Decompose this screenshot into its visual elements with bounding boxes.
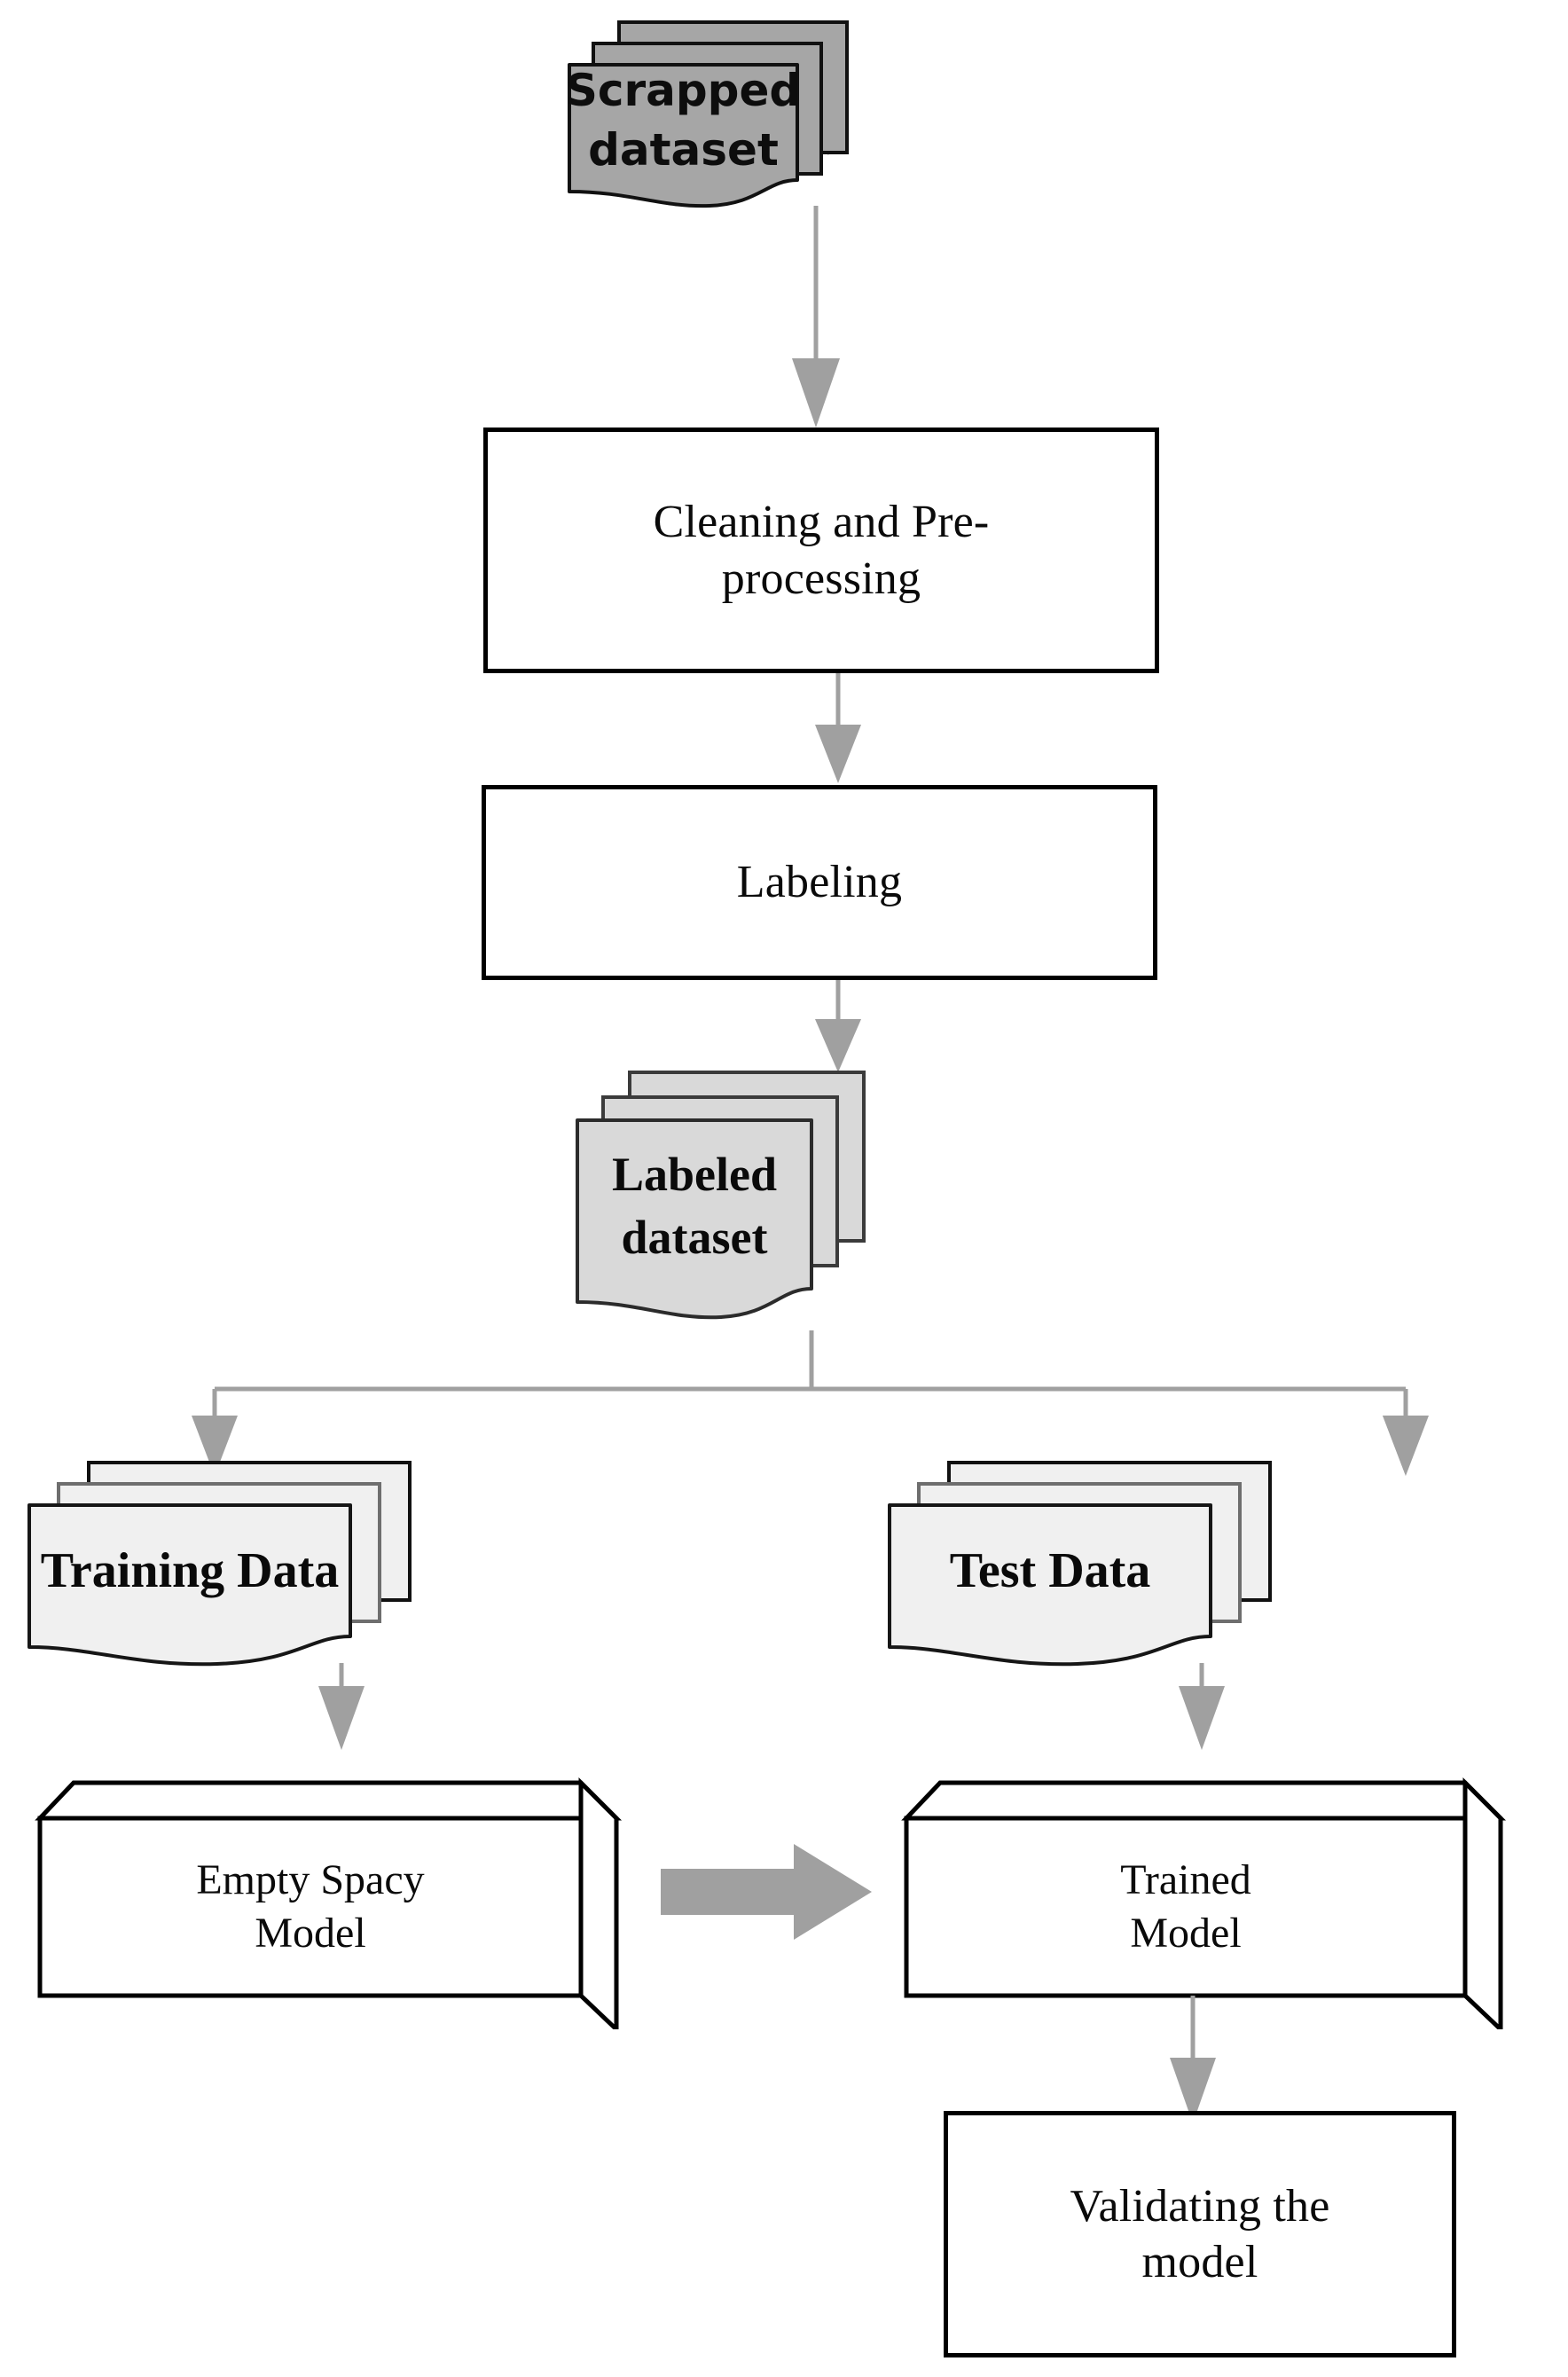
cube-right-face xyxy=(578,1777,619,2029)
edge-labeling-to-labeled-dataset xyxy=(803,980,874,1078)
cube-top-face xyxy=(901,1780,1507,1821)
edge-trained-model-to-validating xyxy=(1157,1996,1228,2129)
arrowhead-down-icon xyxy=(1179,1686,1225,1750)
edge-test-to-trained-model xyxy=(1166,1663,1237,1778)
node-scrapped-dataset[interactable]: Scrapped dataset xyxy=(566,18,851,208)
arrowhead-down-icon xyxy=(792,358,840,428)
node-training-data[interactable]: Training Data xyxy=(27,1459,417,1681)
node-test-data[interactable]: Test Data xyxy=(887,1459,1277,1681)
cube-right-face xyxy=(1462,1777,1503,2029)
node-cleaning-preprocessing-label: Cleaning and Pre- processing xyxy=(654,494,990,607)
node-labeled-dataset[interactable]: Labeled dataset xyxy=(575,1069,867,1366)
node-validating-model[interactable]: Validating the model xyxy=(944,2111,1456,2357)
labeling-label-line1: Labeling xyxy=(736,857,903,908)
node-validating-model-label: Validating the model xyxy=(1070,2178,1329,2291)
document-sheet-front xyxy=(568,63,799,208)
cube-front-face xyxy=(37,1816,584,1998)
node-labeling-label: Labeling xyxy=(737,854,902,910)
document-sheet-front xyxy=(888,1503,1212,1667)
edge-empty-model-to-trained-model xyxy=(661,1840,874,1947)
node-cleaning-preprocessing[interactable]: Cleaning and Pre- processing xyxy=(483,428,1159,673)
cleaning-label-line2: processing xyxy=(721,553,921,604)
arrowhead-down-icon xyxy=(815,1019,861,1072)
document-sheet-front xyxy=(576,1118,813,1320)
arrowhead-down-icon xyxy=(1170,2058,1216,2123)
edge-training-to-empty-model xyxy=(306,1663,377,1778)
validating-label-line2: model xyxy=(1141,2237,1258,2287)
node-empty-spacy-model[interactable]: Empty Spacy Model xyxy=(31,1763,634,2029)
arrowhead-down-right-icon xyxy=(1383,1416,1429,1476)
node-trained-model[interactable]: Trained Model xyxy=(898,1763,1518,2029)
edge-cleaning-to-labeling xyxy=(803,673,874,788)
arrowhead-down-left-icon xyxy=(192,1416,238,1476)
arrowhead-down-icon xyxy=(318,1686,365,1750)
document-sheet-front xyxy=(27,1503,352,1667)
validating-label-line1: Validating the xyxy=(1070,2180,1330,2232)
edge-scrapped-to-cleaning xyxy=(780,206,851,432)
node-labeling[interactable]: Labeling xyxy=(482,785,1157,980)
cube-top-face xyxy=(35,1780,623,1821)
edge-labeled-dataset-split xyxy=(177,1330,1429,1481)
cleaning-label-line1: Cleaning and Pre- xyxy=(653,497,990,548)
arrowhead-down-icon xyxy=(815,725,861,783)
block-arrow-right-icon xyxy=(661,1844,872,1940)
cube-front-face xyxy=(904,1816,1468,1998)
